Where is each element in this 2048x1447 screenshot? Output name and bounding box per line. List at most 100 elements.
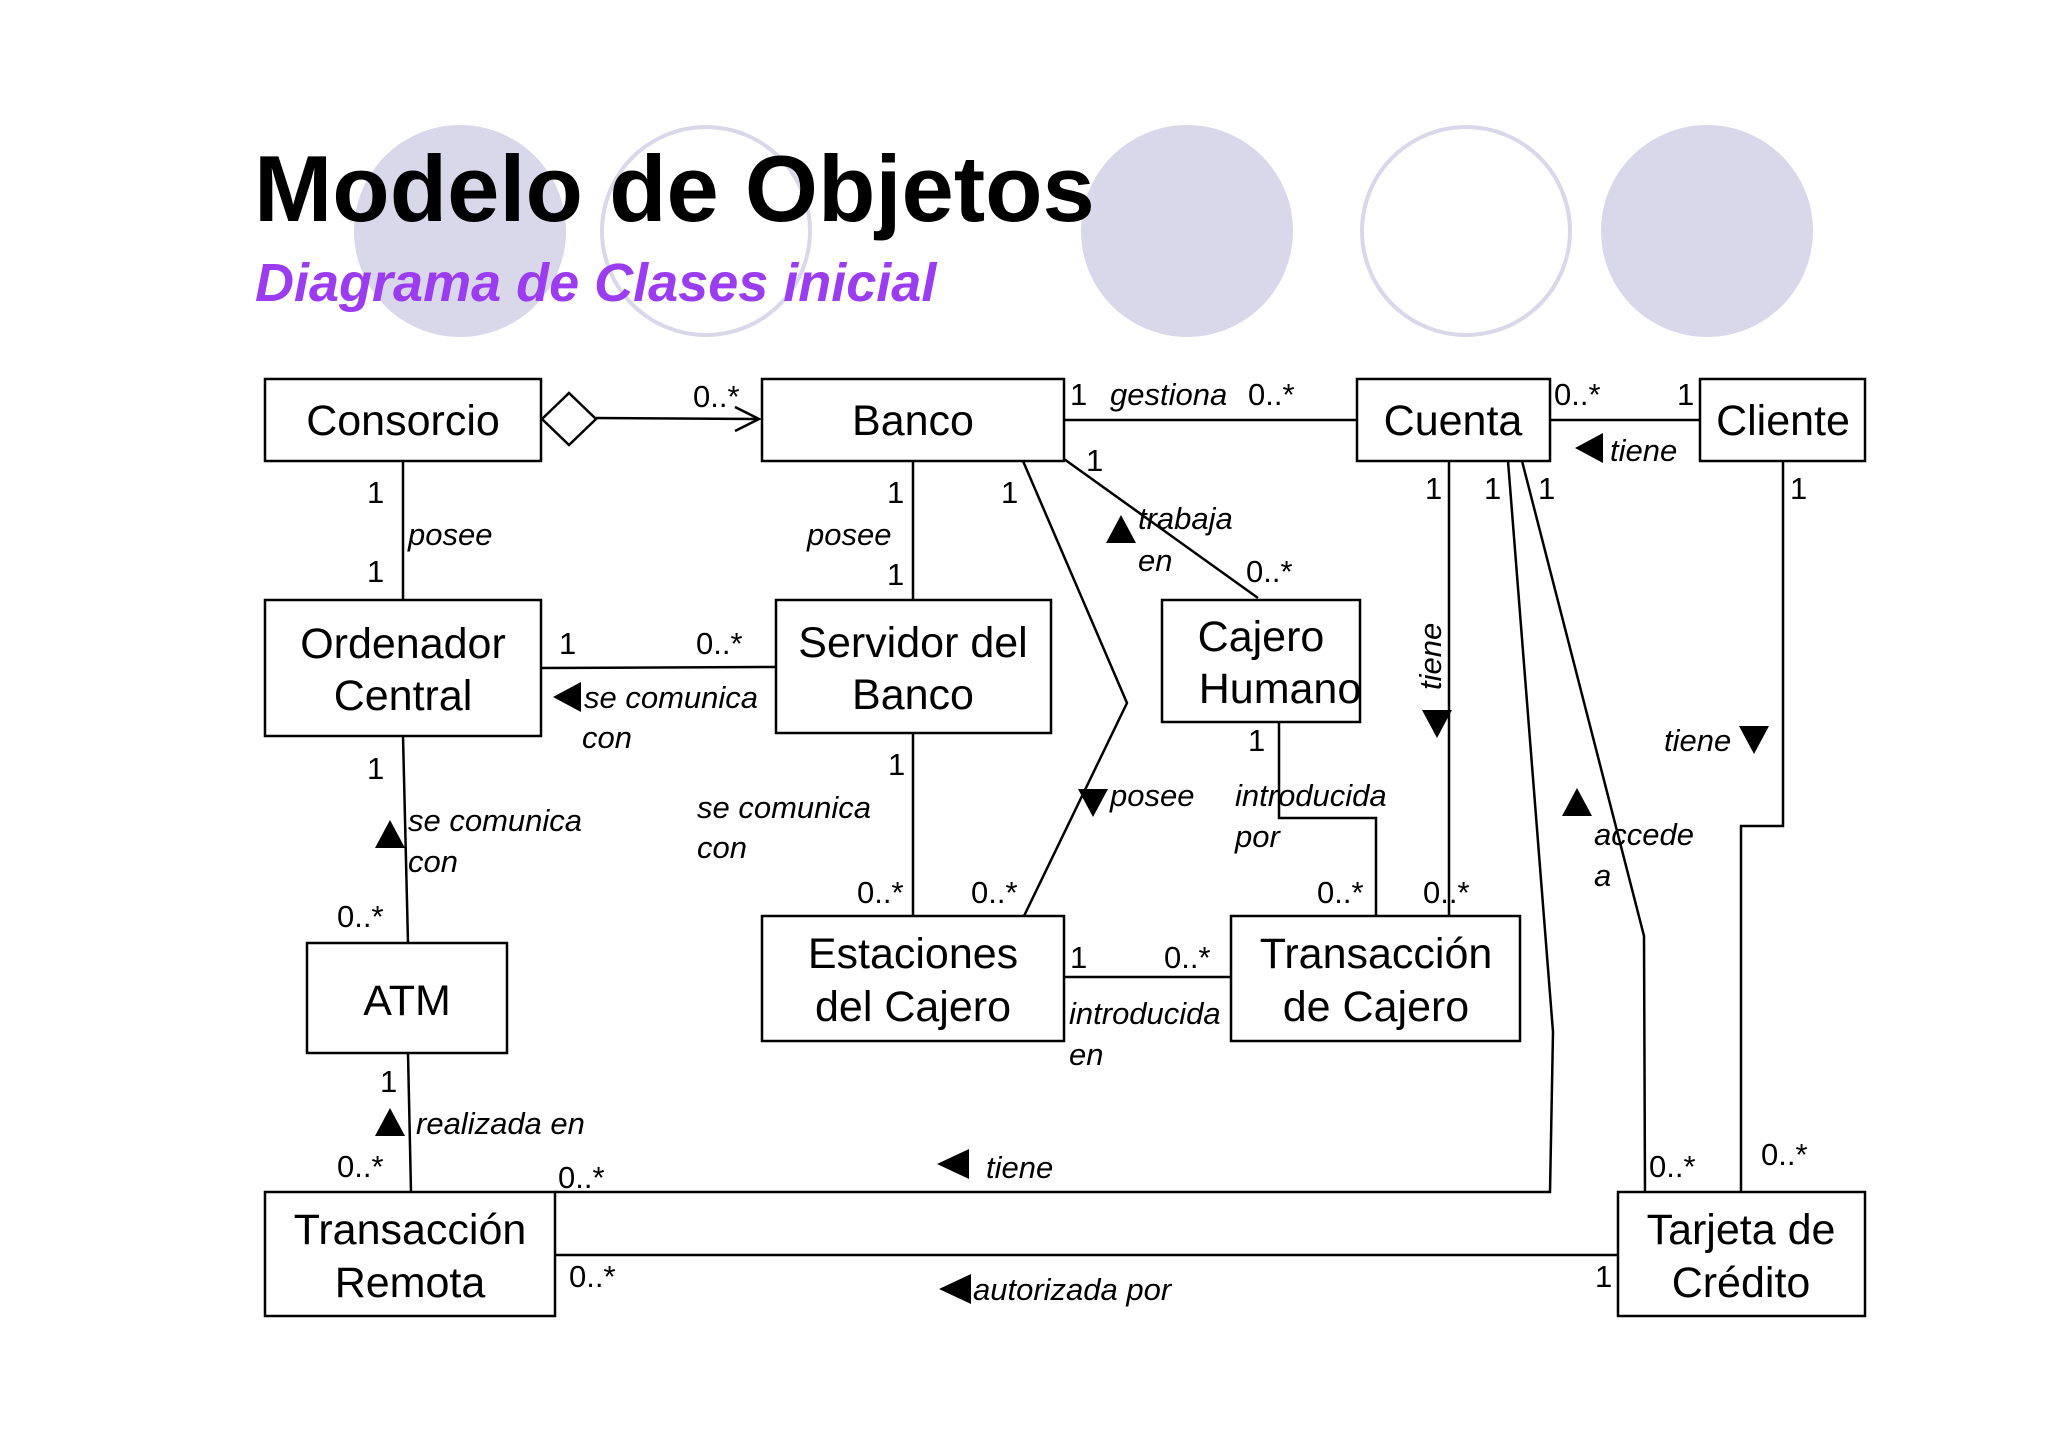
class-atm: ATM xyxy=(305,941,509,1055)
association-label-line-2: con xyxy=(582,720,632,755)
multiplicity: 1 xyxy=(380,1064,397,1099)
multiplicity: 1 xyxy=(1248,723,1265,758)
association-label: autorizada por xyxy=(973,1272,1173,1307)
class-name: ATM xyxy=(363,977,451,1025)
direction-arrow-up xyxy=(375,1108,405,1136)
direction-arrow-left xyxy=(939,1274,971,1304)
decor-circle-outline-2 xyxy=(1360,125,1572,337)
class-cuenta: Cuenta xyxy=(1355,377,1552,463)
class-box xyxy=(760,914,1066,1043)
line-cuenta-tarjeta xyxy=(1520,460,1647,1193)
multiplicity: 0..* xyxy=(1761,1137,1808,1172)
association-label-line-1: trabaja xyxy=(1138,501,1233,536)
association-label: realizada en xyxy=(416,1106,585,1141)
multiplicity: 1 xyxy=(1538,471,1555,506)
direction-arrow-left xyxy=(1575,433,1603,463)
association-label: tiene xyxy=(1413,623,1448,690)
direction-arrow-up xyxy=(1106,515,1136,543)
class-name: Cuenta xyxy=(1384,397,1523,445)
decor-circle-filled-1 xyxy=(354,125,566,337)
multiplicity: 1 xyxy=(1595,1259,1612,1294)
class-name-line-1: Ordenador xyxy=(300,620,506,668)
class-name-line-1: Cajero xyxy=(1198,613,1325,661)
class-name-line-1: Tarjeta de xyxy=(1647,1206,1836,1254)
multiplicity: 0..* xyxy=(696,626,743,661)
class-box xyxy=(1160,598,1362,724)
class-name-line-1: Servidor del xyxy=(798,619,1027,667)
direction-arrow-down xyxy=(1078,789,1108,817)
multiplicity: 0..* xyxy=(1246,554,1293,589)
direction-arrow-down xyxy=(1739,726,1769,754)
class-servidor-del-banco: Servidor del Banco xyxy=(774,598,1053,735)
multiplicity: 0..* xyxy=(971,875,1018,910)
association-label-line-2: con xyxy=(408,844,458,879)
direction-arrow-up xyxy=(1562,788,1592,816)
association-label-line-1: introducida xyxy=(1235,778,1387,813)
class-tarjeta-de-credito: Tarjeta de Crédito xyxy=(1616,1190,1867,1318)
multiplicity: 1 xyxy=(887,557,904,592)
class-cliente: Cliente xyxy=(1698,377,1867,463)
association-label-line-1: accede xyxy=(1594,817,1694,852)
class-transaccion-de-cajero: Transacción de Cajero xyxy=(1229,914,1522,1043)
class-box xyxy=(263,1190,557,1318)
class-box xyxy=(1616,1190,1867,1318)
multiplicity: 1 xyxy=(367,751,384,786)
multiplicity: 0..* xyxy=(337,899,384,934)
line-banco-estaciones xyxy=(1021,460,1129,917)
multiplicity: 0..* xyxy=(1164,940,1211,975)
class-box xyxy=(760,377,1066,463)
association-label: tiene xyxy=(1664,723,1731,758)
line-cliente-tarjeta xyxy=(1739,461,1785,1192)
association-label: posee xyxy=(1109,778,1194,813)
multiplicity: 1 xyxy=(1070,377,1087,412)
association-label: tiene xyxy=(1610,433,1677,468)
class-name-line-2: del Cajero xyxy=(815,983,1011,1031)
multiplicity: 0..* xyxy=(558,1160,605,1195)
multiplicity: 1 xyxy=(887,475,904,510)
class-box xyxy=(1355,377,1552,463)
association-label-line-2: en xyxy=(1069,1037,1103,1072)
decor-circle-filled-2 xyxy=(1081,125,1293,337)
association-label-line-2: con xyxy=(697,830,747,865)
direction-arrow-up xyxy=(375,820,405,848)
multiplicity: 1 xyxy=(1425,471,1442,506)
multiplicity: 1 xyxy=(1070,940,1087,975)
association-label-line-2: en xyxy=(1138,543,1172,578)
slide-title: Modelo de Objetos xyxy=(254,136,1095,241)
class-name-line-1: Transacción xyxy=(294,1206,527,1254)
association-label: posee xyxy=(407,517,492,552)
association-label-line-2: por xyxy=(1234,819,1281,854)
multiplicity: 1 xyxy=(1790,471,1807,506)
multiplicity: 1 xyxy=(367,475,384,510)
line-ordenador-servidor xyxy=(540,665,777,670)
multiplicity: 0..* xyxy=(569,1259,616,1294)
multiplicity: 1 xyxy=(888,747,905,782)
class-name-line-2: Remota xyxy=(335,1259,486,1307)
direction-arrow-left xyxy=(937,1149,969,1179)
association-lines xyxy=(401,405,1785,1257)
multiplicity: 0..* xyxy=(857,875,904,910)
direction-arrow-down xyxy=(1422,710,1452,738)
decor-circle-filled-3 xyxy=(1601,125,1813,337)
class-name: Banco xyxy=(852,397,974,445)
class-name: Cliente xyxy=(1716,397,1850,445)
multiplicity: 0..* xyxy=(1554,377,1601,412)
multiplicity: 0..* xyxy=(1649,1149,1696,1184)
multiplicity: 0..* xyxy=(1423,875,1470,910)
class-transaccion-remota: Transacción Remota xyxy=(263,1190,557,1318)
class-cajero-humano: Cajero Humano xyxy=(1160,598,1362,724)
association-label: posee xyxy=(806,517,891,552)
multiplicity: 0..* xyxy=(693,379,740,414)
multiplicity: 0..* xyxy=(1248,377,1295,412)
class-name-line-1: Transacción xyxy=(1260,930,1493,978)
association-label: gestiona xyxy=(1110,377,1227,412)
class-ordenador-central: Ordenador Central xyxy=(263,598,543,738)
class-box xyxy=(1229,914,1522,1043)
class-box xyxy=(263,377,543,463)
multiplicity: 1 xyxy=(1001,475,1018,510)
line-cuenta-transaccion-remota xyxy=(555,460,1555,1194)
class-name-line-2: Crédito xyxy=(1672,1259,1811,1307)
multiplicity: 1 xyxy=(1484,471,1501,506)
